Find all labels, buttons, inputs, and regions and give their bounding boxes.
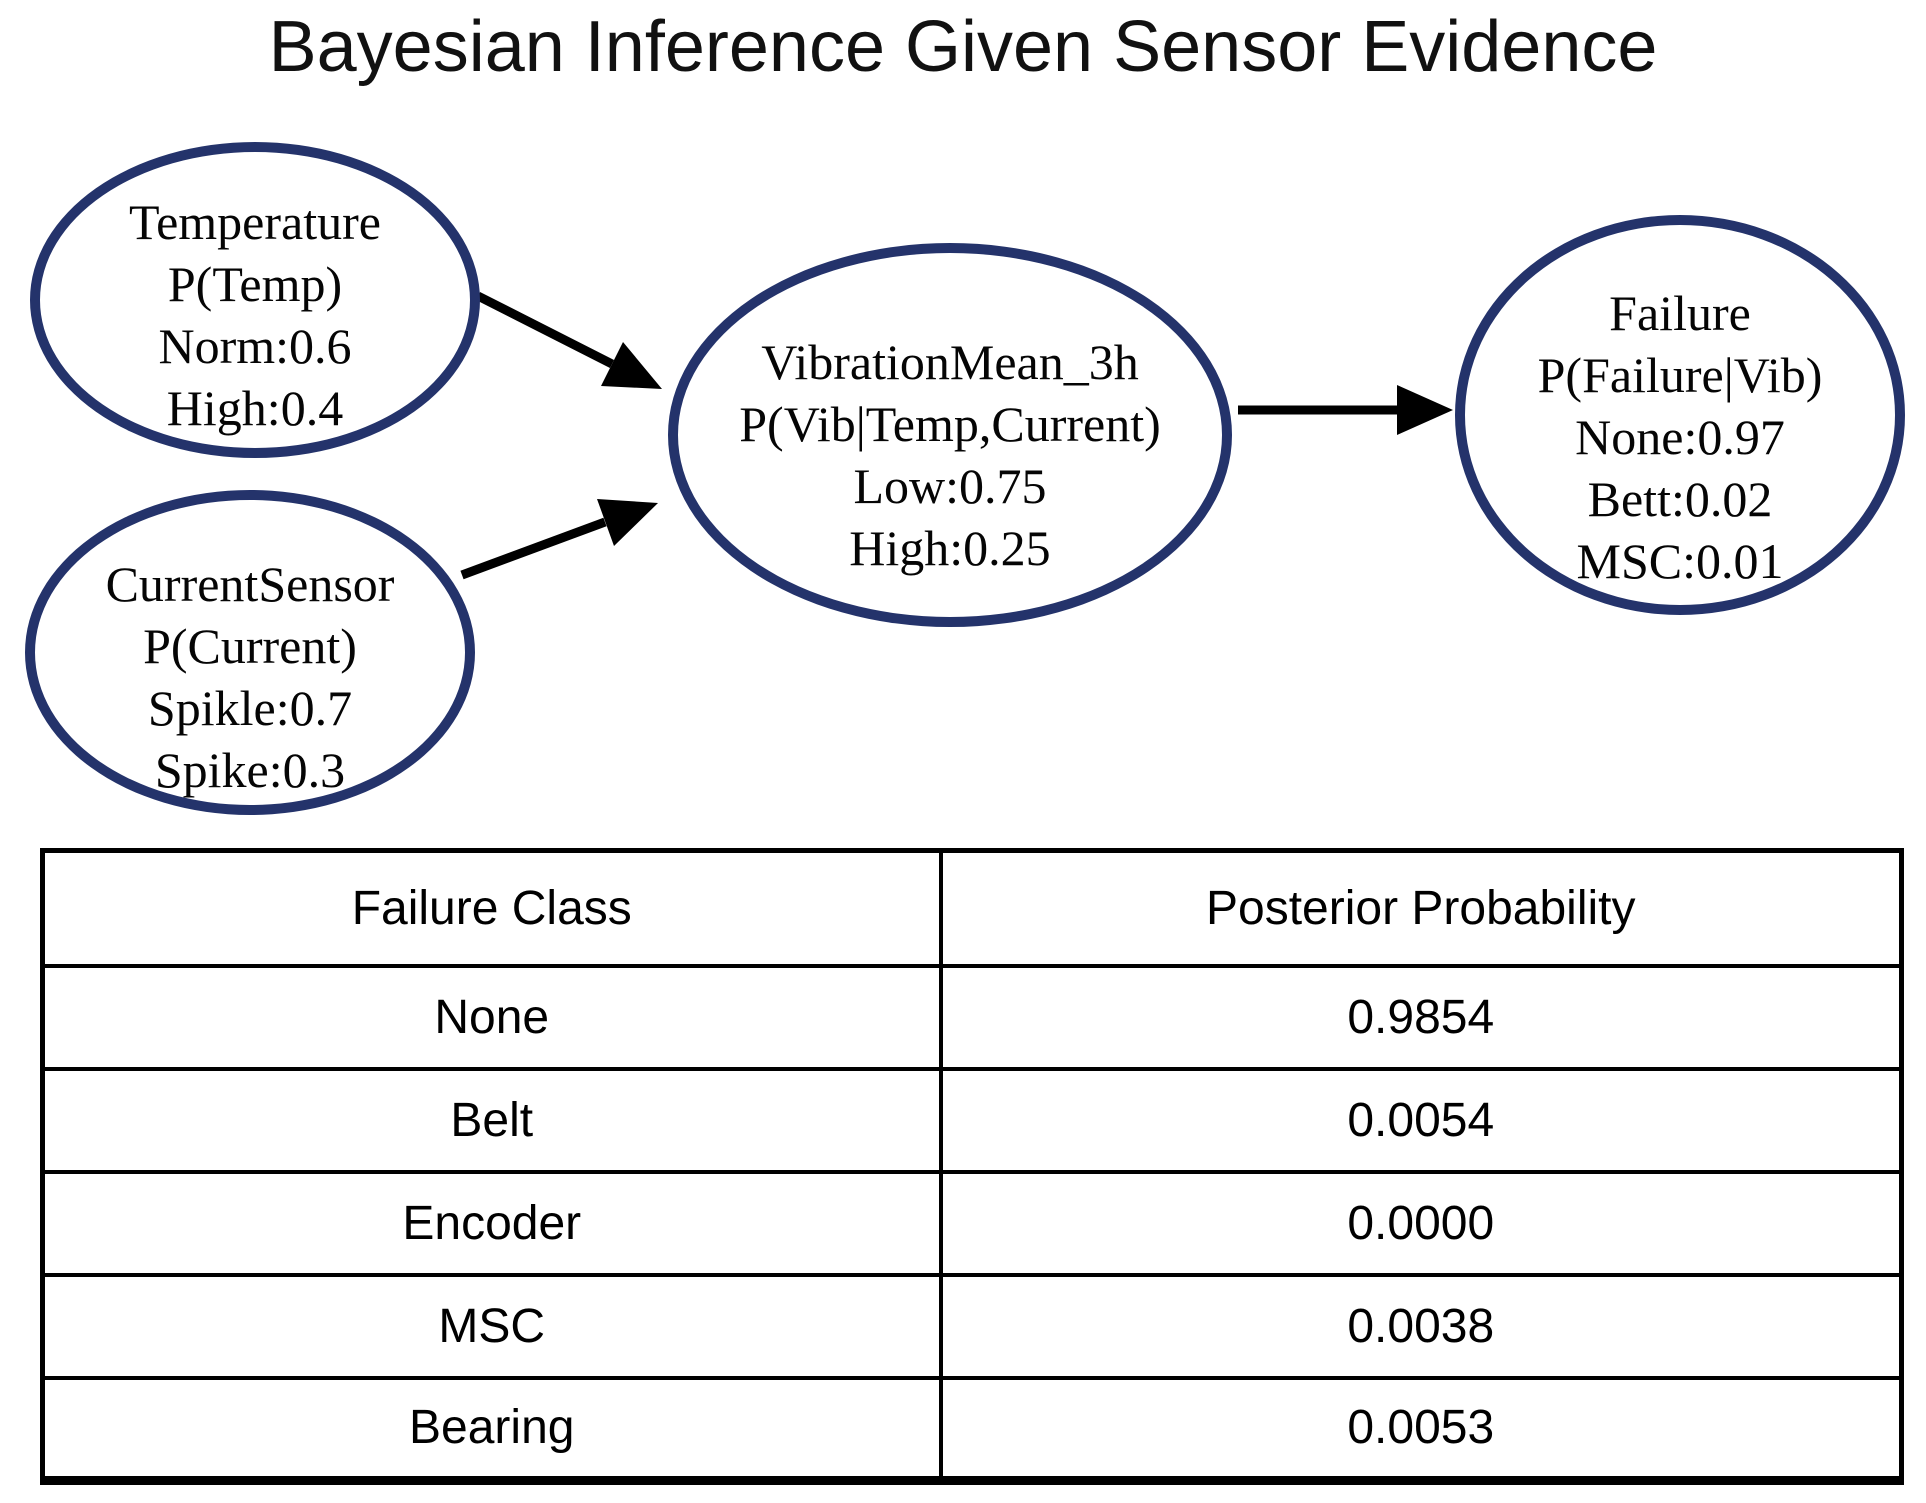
node-line: P(Temp) <box>167 256 343 312</box>
posterior-table: Failure Class Posterior Probability None… <box>40 848 1904 1485</box>
arrow-shaft <box>475 291 615 369</box>
node-line: Spike:0.3 <box>154 741 346 798</box>
node-line: Temperature <box>129 194 381 250</box>
table-row: Encoder 0.0000 <box>40 1169 1904 1277</box>
posterior-table-container: Failure Class Posterior Probability None… <box>40 848 1904 1485</box>
cell-failure-class: Belt <box>40 1066 943 1174</box>
node-line: VibrationMean_3h <box>761 334 1139 390</box>
node-line: High:0.25 <box>849 520 1051 576</box>
arrow-shaft <box>460 517 607 580</box>
table-row: Belt 0.0054 <box>40 1066 1904 1174</box>
col-header-failure-class: Failure Class <box>40 848 943 968</box>
cell-posterior-probability: 0.9854 <box>938 963 1904 1071</box>
node-failure: Failure P(Failure|Vib) None:0.97 Bett:0.… <box>1455 215 1905 615</box>
node-line: MSC:0.01 <box>1576 533 1784 589</box>
table-row: MSC 0.0038 <box>40 1272 1904 1380</box>
cell-failure-class: None <box>40 963 943 1071</box>
node-line: Bett:0.02 <box>1587 471 1773 527</box>
cell-failure-class: Bearing <box>40 1375 943 1483</box>
cell-posterior-probability: 0.0054 <box>938 1066 1904 1174</box>
node-currentsensor-label: CurrentSensor P(Current) Spikle:0.7 Spik… <box>106 553 395 801</box>
arrow-currentsensor-to-vibration <box>460 499 658 580</box>
arrow-head-icon <box>601 342 662 389</box>
table-header-row: Failure Class Posterior Probability <box>40 848 1904 968</box>
node-line: High:0.4 <box>166 380 344 436</box>
node-line: CurrentSensor <box>105 555 395 612</box>
node-line: None:0.97 <box>1575 409 1785 465</box>
diagram-arrows <box>460 291 1453 580</box>
node-temperature-label: Temperature P(Temp) Norm:0.6 High:0.4 <box>129 191 381 439</box>
node-line: P(Current) <box>143 617 357 674</box>
table-row: Bearing 0.0053 <box>40 1375 1904 1483</box>
node-line: P(Failure|Vib) <box>1537 347 1823 403</box>
node-line: Low:0.75 <box>853 458 1047 514</box>
arrow-head-icon <box>1397 385 1453 435</box>
cell-failure-class: MSC <box>40 1272 943 1380</box>
node-vibrationmean-label: VibrationMean_3h P(Vib|Temp,Current) Low… <box>739 331 1160 579</box>
node-line: Spikle:0.7 <box>147 679 353 736</box>
cell-posterior-probability: 0.0000 <box>938 1169 1904 1277</box>
arrow-temperature-to-vibration <box>475 291 662 389</box>
node-failure-label: Failure P(Failure|Vib) None:0.97 Bett:0.… <box>1538 282 1823 592</box>
page-title: Bayesian Inference Given Sensor Evidence <box>268 7 1658 87</box>
node-vibrationmean: VibrationMean_3h P(Vib|Temp,Current) Low… <box>668 243 1232 627</box>
table-row: None 0.9854 <box>40 963 1904 1071</box>
cell-posterior-probability: 0.0053 <box>938 1375 1904 1483</box>
node-line: Failure <box>1609 285 1751 341</box>
arrow-head-icon <box>597 499 658 546</box>
col-header-posterior-probability: Posterior Probability <box>938 848 1904 968</box>
cell-posterior-probability: 0.0038 <box>938 1272 1904 1380</box>
node-currentsensor: CurrentSensor P(Current) Spikle:0.7 Spik… <box>25 490 475 815</box>
cell-failure-class: Encoder <box>40 1169 943 1277</box>
node-line: P(Vib|Temp,Current) <box>739 396 1161 452</box>
arrow-vibration-to-failure <box>1238 385 1453 435</box>
node-line: Norm:0.6 <box>158 318 352 374</box>
node-temperature: Temperature P(Temp) Norm:0.6 High:0.4 <box>30 142 480 458</box>
